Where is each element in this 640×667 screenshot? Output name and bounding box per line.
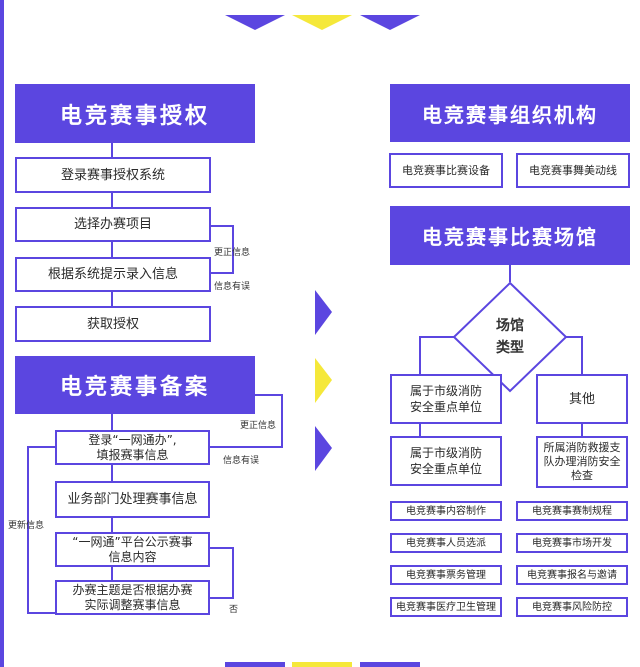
grid-item-6: 电竞赛事报名与邀请 <box>516 565 628 585</box>
grid-item-3: 电竞赛事人员选派 <box>390 533 502 553</box>
mid-arrow-1 <box>315 290 332 335</box>
grid-item-1: 电竞赛事内容制作 <box>390 501 502 521</box>
record-note-update: 更新信息 <box>8 521 45 531</box>
venue-left-2: 属于市级消防 安全重点单位 <box>390 436 502 486</box>
record-step-4: 办赛主题是否根据办赛 实际调整赛事信息 <box>55 580 210 615</box>
auth-connectors <box>111 143 234 306</box>
record-step-2: 业务部门处理赛事信息 <box>55 481 210 518</box>
venue-title: 电竞赛事比赛场馆 <box>390 206 630 265</box>
auth-step-1: 登录赛事授权系统 <box>15 157 211 193</box>
org-item-equipment: 电竞赛事比赛设备 <box>389 153 503 188</box>
top-chevron-mid <box>292 15 352 30</box>
bottom-bar-mid <box>292 662 352 667</box>
grid-item-7: 电竞赛事医疗卫生管理 <box>390 597 502 617</box>
bottom-bar-left <box>225 662 285 667</box>
venue-type-diamond <box>452 281 568 393</box>
org-item-stage: 电竞赛事舞美动线 <box>516 153 630 188</box>
record-step-3: “一网通”平台公示赛事 信息内容 <box>55 532 210 567</box>
record-step-1: 登录“一网通办”, 填报赛事信息 <box>55 430 210 465</box>
auth-title: 电竞赛事授权 <box>15 84 255 143</box>
venue-type-label: 场馆 类型 <box>496 318 524 356</box>
record-note-no: 否 <box>229 605 239 615</box>
top-chevron-right <box>360 15 420 30</box>
auth-step-3: 根据系统提示录入信息 <box>15 257 211 292</box>
auth-step-4: 获取授权 <box>15 306 211 342</box>
venue-right-1: 其他 <box>536 374 628 424</box>
grid-item-8: 电竞赛事风险防控 <box>516 597 628 617</box>
grid-item-4: 电竞赛事市场开发 <box>516 533 628 553</box>
top-chevron-left <box>225 15 285 30</box>
mid-arrow-2 <box>315 358 332 403</box>
auth-note-correct: 更正信息 <box>214 248 251 258</box>
record-note-error: 信息有误 <box>223 456 260 466</box>
org-title: 电竞赛事组织机构 <box>390 84 630 142</box>
venue-connectors <box>419 265 583 436</box>
auth-step-2: 选择办赛项目 <box>15 207 211 242</box>
grid-item-2: 电竞赛事赛制规程 <box>516 501 628 521</box>
mid-arrow-3 <box>315 426 332 471</box>
grid-item-5: 电竞赛事票务管理 <box>390 565 502 585</box>
venue-left-1: 属于市级消防 安全重点单位 <box>390 374 502 424</box>
venue-right-2: 所属消防救援支 队办理消防安全 检查 <box>536 436 628 488</box>
record-note-correct: 更正信息 <box>240 421 277 431</box>
auth-note-error: 信息有误 <box>214 282 251 292</box>
record-title: 电竞赛事备案 <box>15 356 255 414</box>
bottom-bar-right <box>360 662 420 667</box>
